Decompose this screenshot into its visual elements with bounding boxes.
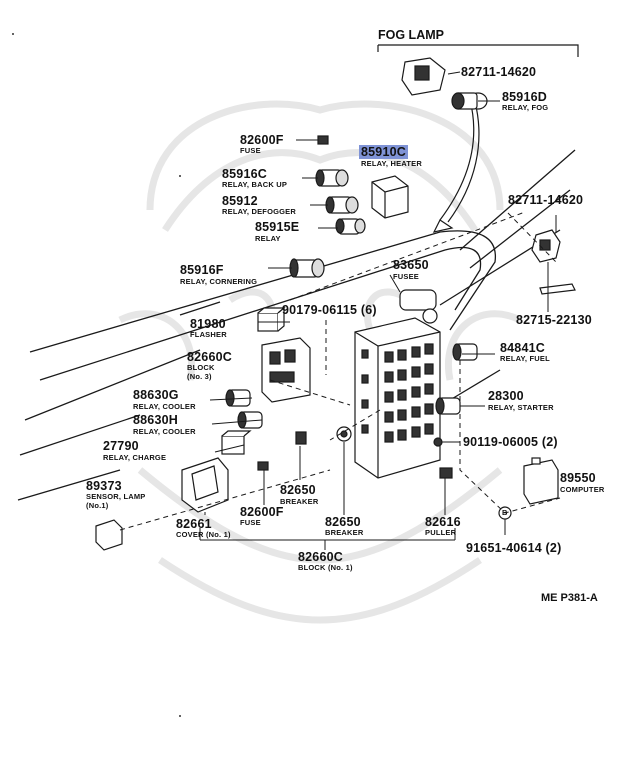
part-85910c[interactable]: 85910C xyxy=(359,145,408,159)
dashboard-outline xyxy=(17,149,576,501)
part-83650[interactable]: 83650 xyxy=(393,258,429,272)
flasher xyxy=(257,306,286,332)
part-84841c[interactable]: 84841C xyxy=(500,341,545,355)
main-fuse-block xyxy=(354,317,441,479)
fog-relay-bracket xyxy=(401,57,446,96)
part-89550[interactable]: 89550 xyxy=(560,471,596,485)
part-82600f-bottom-desc: FUSE xyxy=(240,518,261,527)
part-85910c-desc: RELAY, HEATER xyxy=(361,159,422,168)
part-85916d-desc: RELAY, FOG xyxy=(502,103,549,112)
part-89373[interactable]: 89373 xyxy=(86,479,122,493)
relay-fuel xyxy=(452,343,478,361)
component-drawings xyxy=(95,57,576,551)
part-82660c-block3-note: (No. 3) xyxy=(187,372,212,381)
relay-defogger xyxy=(325,196,359,214)
part-83650-desc: FUSEE xyxy=(393,272,420,281)
part-85912-desc: RELAY, DEFOGGER xyxy=(222,207,296,216)
part-82600f-bottom[interactable]: 82600F xyxy=(240,505,284,519)
part-85912[interactable]: 85912 xyxy=(222,194,258,208)
computer-box xyxy=(523,457,559,505)
part-89373-note: (No.1) xyxy=(86,501,109,510)
part-89550-desc: COMPUTER xyxy=(560,485,605,494)
dashed-leaders xyxy=(119,211,561,531)
relay-backup xyxy=(315,169,349,187)
part-82660c-block3[interactable]: 82660C xyxy=(187,350,232,364)
part-82616-desc: PULLER xyxy=(425,528,457,537)
relay-starter xyxy=(435,397,461,415)
breaker xyxy=(336,426,352,442)
part-85916c-desc: RELAY, BACK UP xyxy=(222,180,288,189)
part-82660c-block1[interactable]: 82660C xyxy=(298,550,343,564)
part-82711-14620-top[interactable]: 82711-14620 xyxy=(461,65,537,79)
section-title: FOG LAMP xyxy=(378,28,444,42)
relay-charge xyxy=(221,430,252,455)
block-no3 xyxy=(261,337,311,403)
fusee xyxy=(399,289,438,324)
cover-no1 xyxy=(181,457,229,513)
part-82650-right[interactable]: 82650 xyxy=(325,515,361,529)
scan-specks xyxy=(12,33,181,717)
part-84841c-desc: RELAY, FUEL xyxy=(500,354,550,363)
part-82711-14620-right[interactable]: 82711-14620 xyxy=(508,193,584,207)
part-82650-left[interactable]: 82650 xyxy=(280,483,316,497)
part-27790[interactable]: 27790 xyxy=(103,439,139,453)
part-89373-desc: SENSOR, LAMP xyxy=(86,492,146,501)
part-27790-desc: RELAY, CHARGE xyxy=(103,453,167,462)
part-85915e[interactable]: 85915E xyxy=(255,220,300,234)
part-82616[interactable]: 82616 xyxy=(425,515,461,529)
part-82650-left-desc: BREAKER xyxy=(280,497,319,506)
part-90179-06115[interactable]: 90179-06115 (6) xyxy=(282,303,377,317)
part-82660c-block3-desc: BLOCK xyxy=(187,363,215,372)
relay-cornering xyxy=(289,258,325,278)
part-88630h-desc: RELAY, COOLER xyxy=(133,427,196,436)
part-85916d[interactable]: 85916D xyxy=(502,90,547,104)
heater-relay xyxy=(371,175,409,219)
part-88630h[interactable]: 88630H xyxy=(133,413,178,427)
fog-relay-right xyxy=(531,229,561,263)
part-85916f-desc: RELAY, CORNERING xyxy=(180,277,258,286)
part-82600f-top[interactable]: 82600F xyxy=(240,133,284,147)
part-82715-22130[interactable]: 82715-22130 xyxy=(516,313,592,327)
part-91651-40614[interactable]: 91651-40614 (2) xyxy=(466,541,562,555)
part-81980[interactable]: 81980 xyxy=(190,317,226,331)
figure-code: ME P381-A xyxy=(541,592,598,604)
leader-lines xyxy=(199,71,557,550)
part-88630g-desc: RELAY, COOLER xyxy=(133,402,196,411)
part-82660c-block1-desc: BLOCK (No. 1) xyxy=(298,563,353,572)
part-85910c-highlight: 85910C xyxy=(359,145,408,159)
part-81980-desc: FLASHER xyxy=(190,330,227,339)
fog-lamp-group-box xyxy=(377,44,579,233)
part-28300[interactable]: 28300 xyxy=(488,389,524,403)
part-82661[interactable]: 82661 xyxy=(176,517,212,531)
sensor-lamp xyxy=(95,519,123,551)
circle-mark-label: B xyxy=(502,508,508,517)
part-85916f[interactable]: 85916F xyxy=(180,263,224,277)
part-88630g[interactable]: 88630G xyxy=(133,388,179,402)
watermark-emblem xyxy=(118,100,522,624)
part-85915e-desc: RELAY xyxy=(255,234,281,243)
part-82600f-top-desc: FUSE xyxy=(240,146,261,155)
part-28300-desc: RELAY, STARTER xyxy=(488,403,554,412)
relay-e xyxy=(335,218,366,235)
part-82650-right-desc: BREAKER xyxy=(325,528,364,537)
part-90119-06005[interactable]: 90119-06005 (2) xyxy=(463,435,558,449)
part-82661-desc: COVER (No. 1) xyxy=(176,530,231,539)
part-85916c[interactable]: 85916C xyxy=(222,167,267,181)
